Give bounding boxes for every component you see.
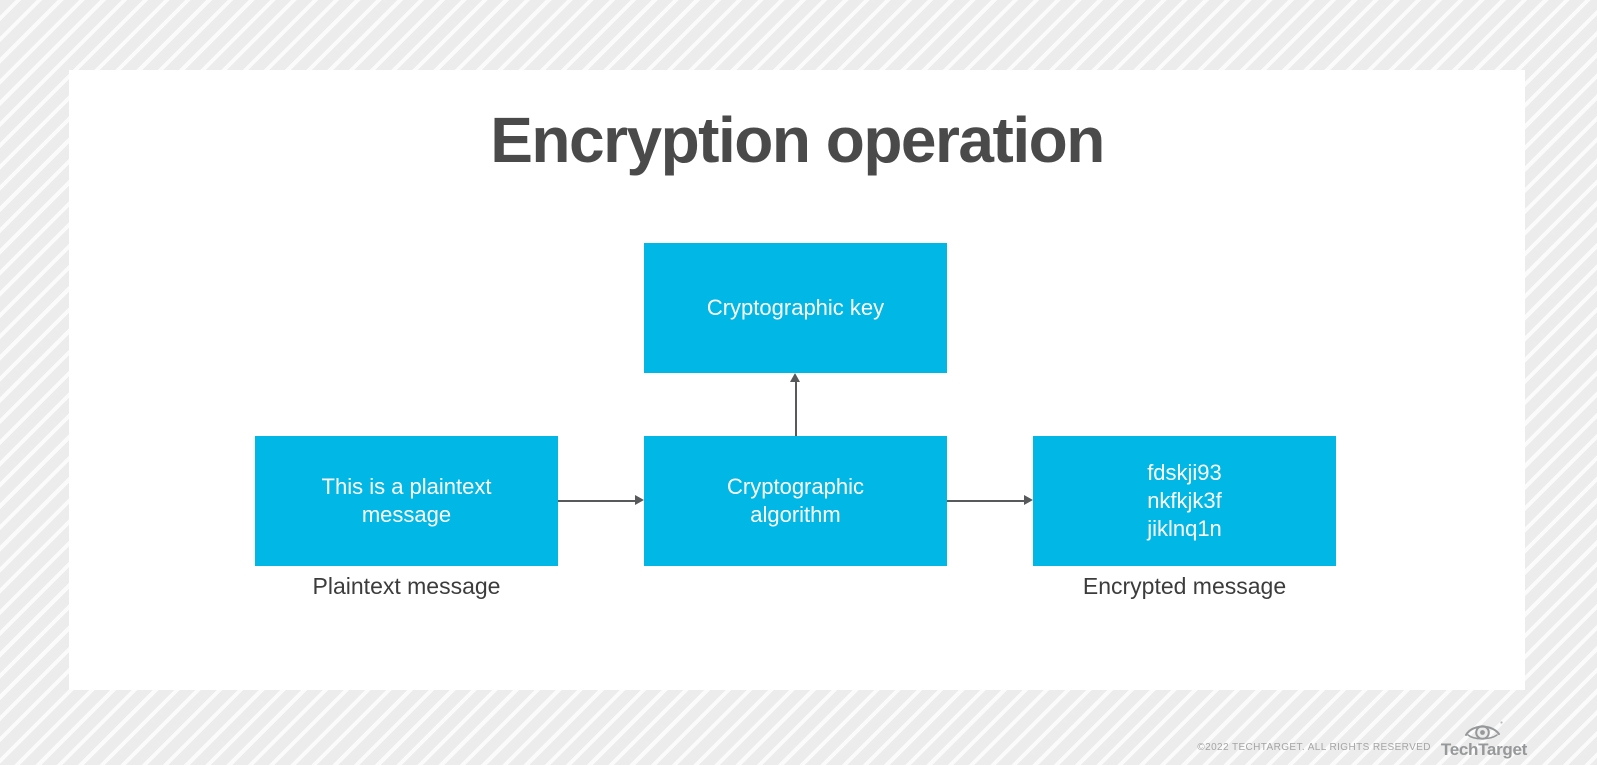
arrowhead-right-icon [1024, 495, 1033, 505]
caption-encrypted-message: Encrypted message [1082, 573, 1287, 599]
node-cryptographic-key-label: Cryptographic key [706, 295, 885, 320]
arrowhead-up-icon [790, 373, 800, 382]
diagram-title: Encryption operation [490, 104, 1105, 176]
cipher-text-line: jiklnq1n [1147, 516, 1222, 541]
caption-plaintext-message: Plaintext message [312, 573, 501, 599]
arrow-algorithm-to-key [795, 382, 797, 436]
node-cryptographic-algorithm: Cryptographic algorithm [644, 436, 947, 566]
content-panel: Encryption operation Cryptographic key T… [69, 70, 1525, 690]
techtarget-brand-name: TechTarget [1440, 740, 1527, 759]
node-cryptographic-key: Cryptographic key [644, 243, 947, 373]
cipher-text-line: nkfkjk3f [1147, 488, 1222, 513]
techtarget-logo: TechTarget [1441, 719, 1527, 759]
arrowhead-right-icon [635, 495, 644, 505]
node-plaintext-message-label: This is a plaintext message [321, 474, 492, 527]
node-plaintext-message: This is a plaintext message [255, 436, 558, 566]
node-encrypted-message-label: fdskji93 nkfkjk3f jiklnq1n [1147, 459, 1222, 543]
techtarget-eye-icon [1464, 721, 1503, 740]
node-encrypted-message: fdskji93 nkfkjk3f jiklnq1n [1033, 436, 1336, 566]
node-cryptographic-algorithm-label: Cryptographic algorithm [727, 474, 864, 527]
copyright-text: ©2022 TECHTARGET. ALL RIGHTS RESERVED [1197, 742, 1431, 753]
footer: ©2022 TECHTARGET. ALL RIGHTS RESERVED Te… [1197, 719, 1527, 759]
cipher-text-line: fdskji93 [1147, 460, 1222, 485]
arrow-plaintext-to-algorithm [558, 500, 636, 502]
arrow-algorithm-to-encrypted [947, 500, 1025, 502]
